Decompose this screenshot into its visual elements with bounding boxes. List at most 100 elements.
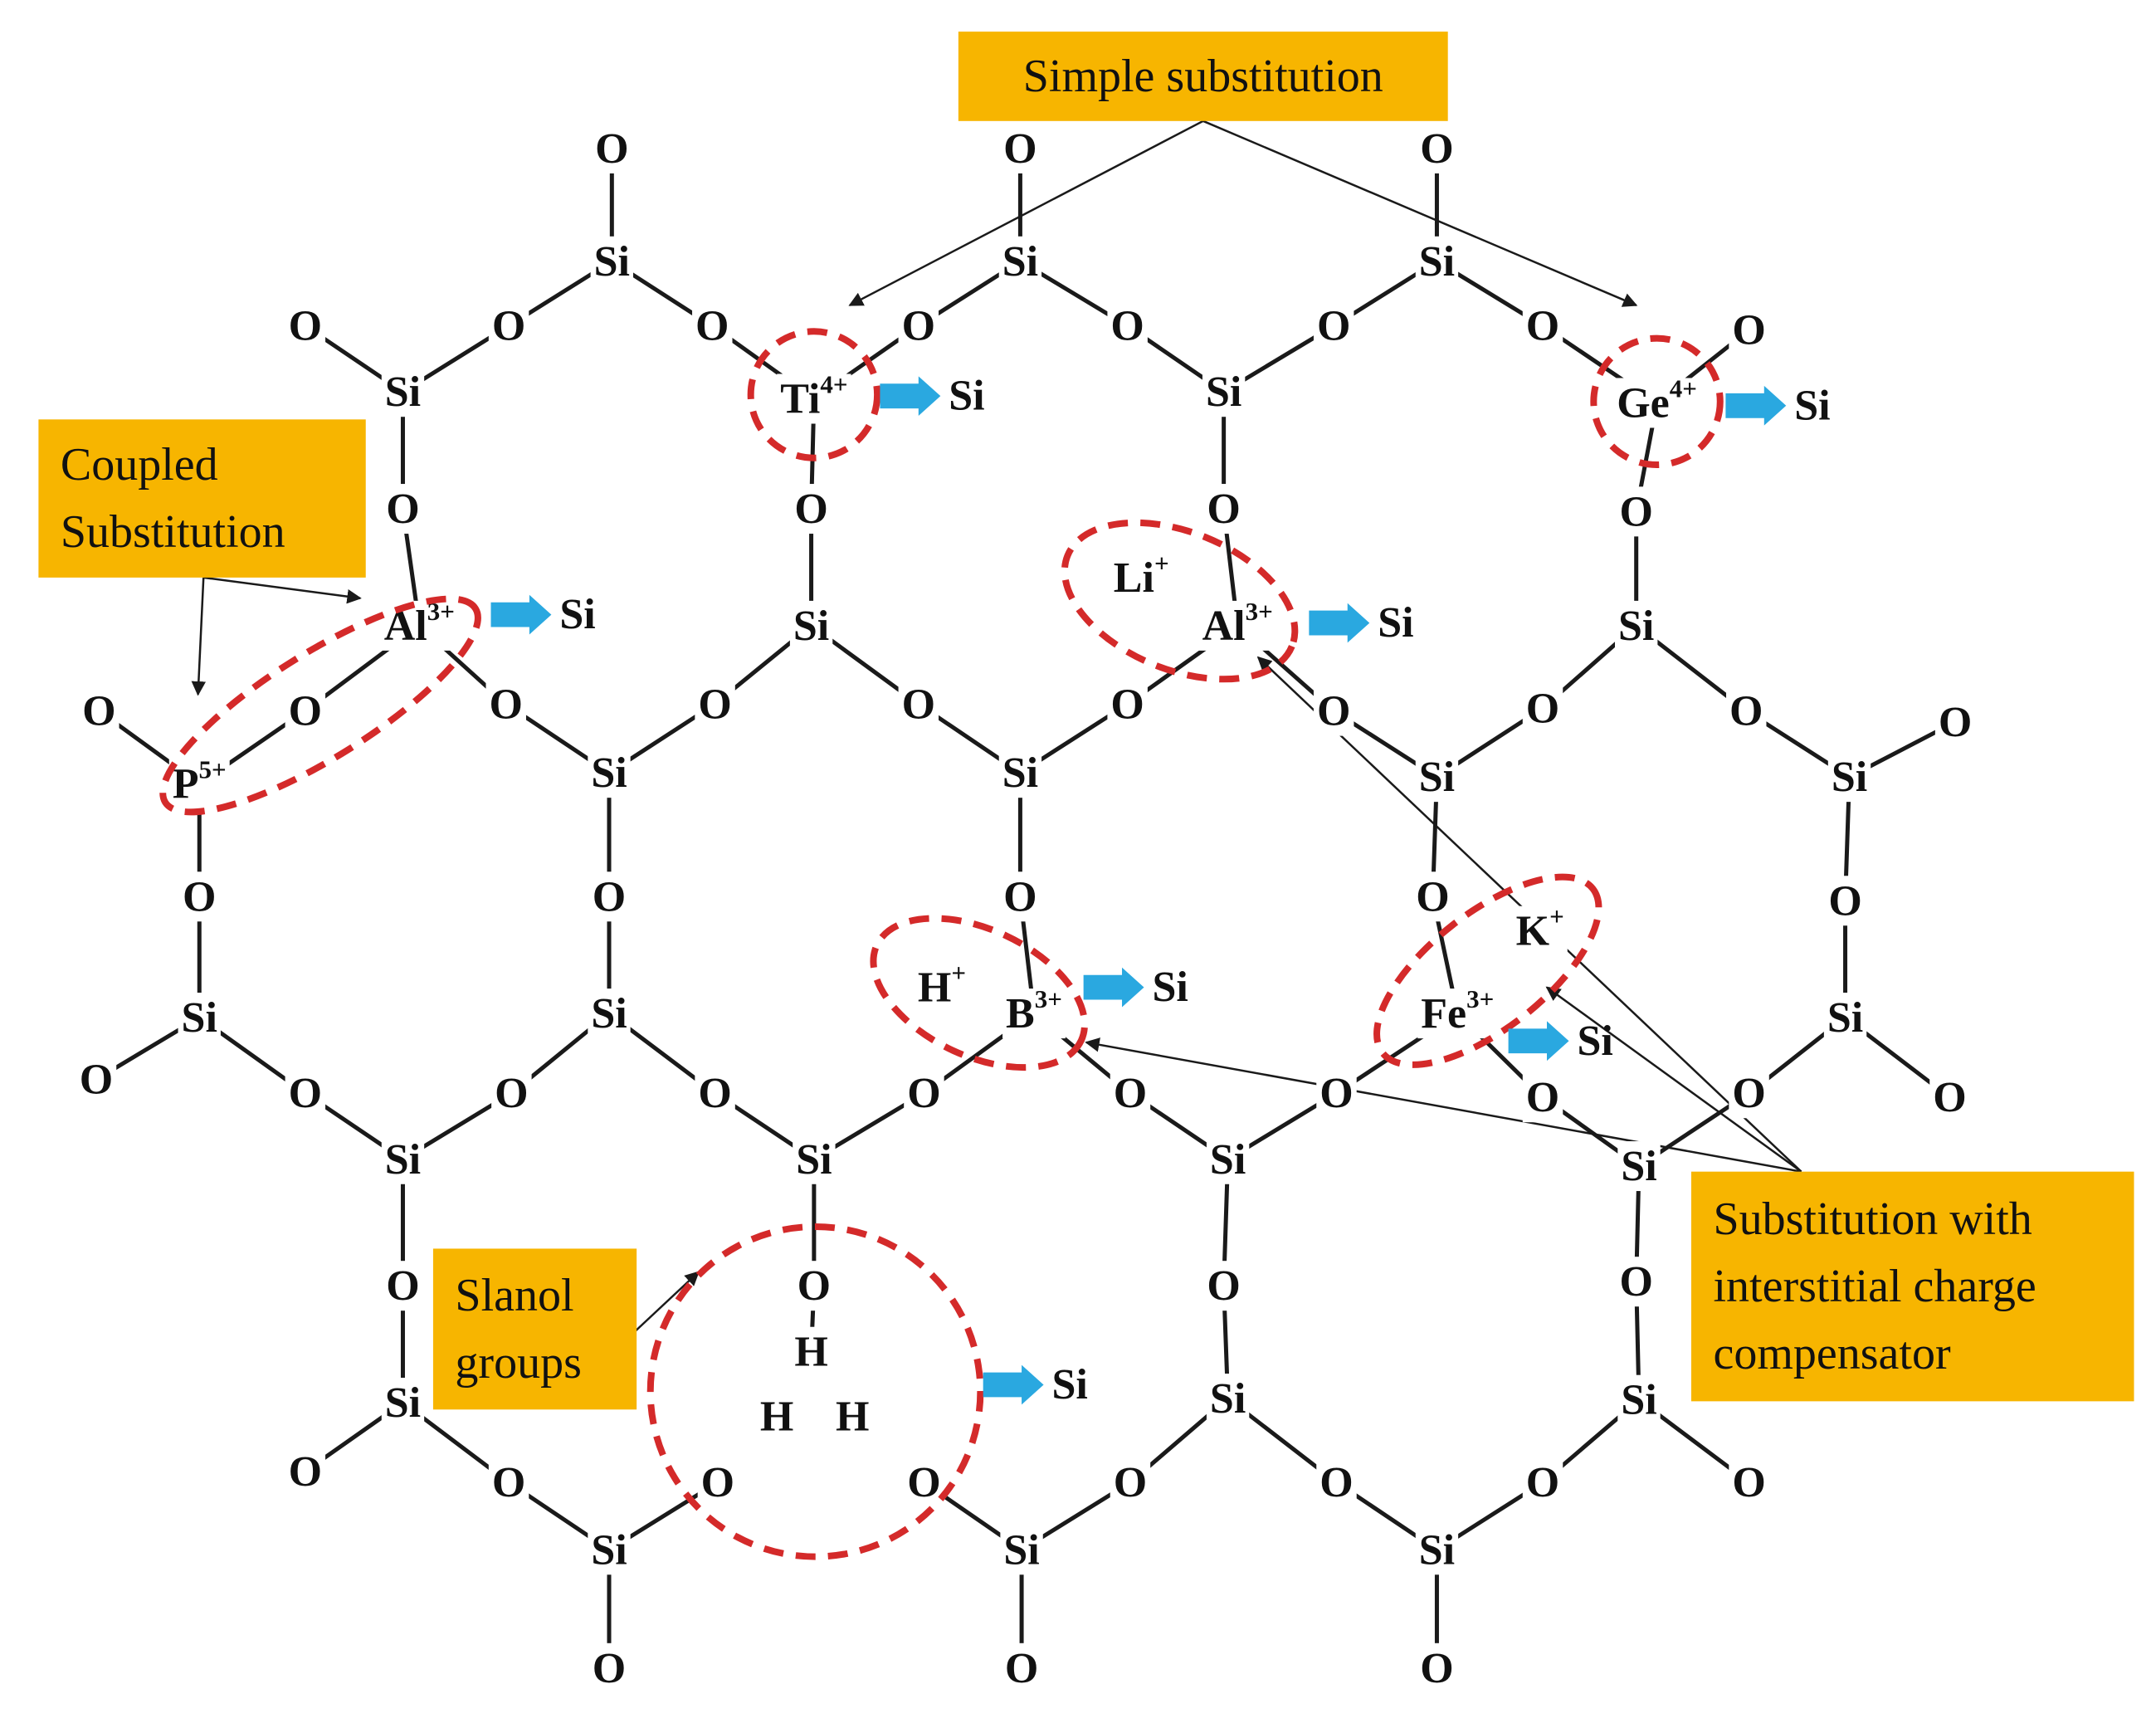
atom-charge: 3+	[1035, 984, 1062, 1013]
atom-k: K+	[1516, 901, 1564, 954]
atom-symbol: O	[183, 873, 216, 920]
atom-o25: O	[1939, 698, 1972, 745]
atom-o40: O	[1933, 1074, 1966, 1121]
atom-o55: O	[1420, 1644, 1453, 1691]
atom-symbol: O	[1619, 488, 1652, 535]
atom-o47: O	[701, 1459, 734, 1506]
atom-symbol: B	[1006, 990, 1035, 1037]
atom-backdrop	[381, 367, 425, 417]
atom-si21: Si	[1621, 1376, 1656, 1423]
atom-symbol: O	[1207, 1262, 1240, 1310]
atom-o49: O	[1114, 1459, 1147, 1506]
simple-substitution-label-line: Simple substitution	[1023, 51, 1383, 102]
atom-symbol: O	[80, 1056, 113, 1103]
atom-symbol: O	[289, 302, 322, 349]
al-mid-replacement-si: Si	[1378, 599, 1413, 647]
atom-backdrop	[168, 759, 230, 809]
atom-symbol: O	[593, 873, 626, 920]
atom-o30: O	[1828, 877, 1861, 925]
atom-si17: Si	[1210, 1135, 1246, 1183]
atom-o21: O	[1317, 687, 1350, 735]
atom-symbol: O	[1319, 1070, 1353, 1117]
atom-backdrop	[285, 1068, 326, 1119]
li-al-ring	[1061, 519, 1299, 683]
interstitial-compensator-label-line: interstitial charge	[1713, 1261, 2036, 1312]
atom-symbol: O	[1732, 1459, 1765, 1506]
silanol-ring	[646, 1223, 984, 1560]
atom-o45: O	[289, 1447, 322, 1495]
atom-symbol: Si	[1003, 1526, 1039, 1574]
atom-symbol: O	[1526, 1459, 1559, 1506]
atom-backdrop	[1110, 552, 1173, 603]
pointer-interstitial-k	[1545, 986, 1802, 1173]
silanol-groups-label-line: groups	[455, 1337, 581, 1389]
atom-si4: Si	[385, 369, 421, 416]
atom-o32: O	[289, 1070, 322, 1117]
atom-o9: O	[1526, 302, 1559, 349]
coupled-substitution-label	[38, 419, 366, 578]
atom-symbol: Si	[1621, 1143, 1656, 1190]
atom-backdrop	[1522, 1072, 1563, 1123]
atom-si12: Si	[182, 994, 217, 1042]
atom-symbol: O	[1003, 124, 1037, 172]
atom-backdrop	[1522, 300, 1563, 351]
atom-o10: O	[289, 302, 322, 349]
atom-backdrop	[381, 1378, 425, 1428]
atom-symbol: Si	[793, 602, 829, 649]
ti-arrow-icon	[880, 376, 941, 417]
atom-si24: Si	[1419, 1526, 1455, 1574]
atom-charge: 5+	[199, 754, 227, 783]
atom-backdrop	[1107, 679, 1148, 730]
atom-symbol: O	[1619, 1258, 1652, 1306]
atom-charge: +	[951, 958, 966, 987]
atom-backdrop	[1929, 1072, 1970, 1123]
atom-symbol: O	[386, 486, 419, 533]
atom-backdrop	[793, 1261, 835, 1311]
atom-symbol: O	[1526, 302, 1559, 349]
atom-symbol: O	[1207, 486, 1240, 533]
silanol-groups-label-line: Slanol	[455, 1270, 573, 1321]
atom-symbol: Si	[594, 237, 630, 285]
atom-backdrop	[1206, 1134, 1250, 1184]
atom-o20: O	[1110, 681, 1144, 728]
atom-symbol: O	[1319, 1459, 1353, 1506]
atom-si20: Si	[1210, 1375, 1246, 1423]
atom-symbol: O	[1110, 681, 1144, 728]
atom-backdrop	[1203, 484, 1244, 534]
atom-backdrop	[914, 962, 970, 1013]
atom-backdrop	[1726, 686, 1767, 736]
atom-h1: H	[794, 1328, 827, 1375]
atom-backdrop	[285, 1446, 326, 1496]
atom-o48: O	[907, 1459, 940, 1506]
al-p-coupled-ring	[159, 595, 481, 816]
atom-symbol: Si	[1419, 237, 1455, 285]
atom-backdrop	[1316, 1457, 1357, 1508]
atom-symbol: O	[490, 681, 523, 728]
atom-symbol: O	[492, 302, 525, 349]
atom-backdrop	[898, 300, 939, 351]
atom-backdrop	[695, 679, 735, 730]
atom-si11: Si	[1832, 754, 1867, 801]
atom-symbol: O	[386, 1262, 419, 1310]
atom-backdrop	[588, 871, 630, 922]
atom-symbol: O	[1110, 302, 1144, 349]
atom-symbol: Si	[591, 1526, 627, 1574]
atom-backdrop	[1000, 871, 1041, 922]
atom-backdrop	[998, 748, 1042, 798]
coupled-substitution-label-line: Coupled	[61, 439, 218, 491]
ge-ring	[1590, 334, 1724, 469]
atom-backdrop	[832, 1391, 873, 1442]
atom-backdrop	[1729, 1457, 1769, 1508]
atom-backdrop	[1206, 1374, 1250, 1424]
atom-symbol: Ge	[1617, 379, 1670, 427]
atom-backdrop	[1313, 686, 1354, 736]
atom-o12: O	[386, 486, 419, 533]
atom-p: P5+	[173, 754, 227, 808]
atom-h2: H	[760, 1393, 793, 1440]
atom-symbol: O	[1114, 1459, 1147, 1506]
fe-replacement-si: Si	[1577, 1018, 1612, 1065]
coupled-substitution-label-line: Substitution	[61, 506, 285, 558]
atom-backdrop	[1616, 1257, 1656, 1307]
atom-symbol: Li	[1114, 554, 1154, 601]
